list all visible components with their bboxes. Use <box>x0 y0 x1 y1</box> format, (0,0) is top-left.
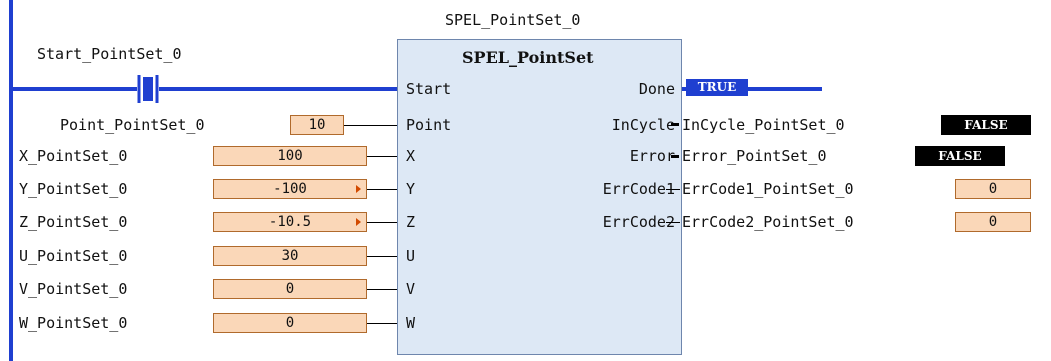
incycle-connector <box>671 123 679 126</box>
value-arrow-icon <box>356 185 361 193</box>
var-z-value[interactable]: -10.5 <box>213 212 367 232</box>
pin-error: Error <box>629 147 675 165</box>
var-v-value[interactable]: 0 <box>213 279 367 299</box>
var-point-name: Point_PointSet_0 <box>60 116 205 134</box>
pin-done: Done <box>638 80 675 98</box>
pin-errcode2: ErrCode2 <box>602 213 675 231</box>
wire-point <box>344 125 397 126</box>
pin-z: Z <box>406 213 416 231</box>
rung-wire-output <box>682 87 822 91</box>
wire-w <box>367 323 397 324</box>
wire-v <box>367 289 397 290</box>
var-z-name: Z_PointSet_0 <box>19 213 128 231</box>
contact-start[interactable] <box>131 73 165 105</box>
var-u-value[interactable]: 30 <box>213 246 367 266</box>
var-point-value[interactable]: 10 <box>290 115 344 135</box>
var-errcode2-name: ErrCode2_PointSet_0 <box>682 213 854 231</box>
var-v-name: V_PointSet_0 <box>19 280 128 298</box>
pin-x: X <box>406 147 416 165</box>
value-arrow-icon <box>356 218 361 226</box>
pin-start: Start <box>406 80 452 98</box>
pin-point: Point <box>406 116 452 134</box>
var-error-value: FALSE <box>915 146 1005 166</box>
var-errcode1-value[interactable]: 0 <box>955 179 1031 199</box>
left-power-rail <box>9 0 13 361</box>
rung-wire-right <box>163 87 397 91</box>
rung-wire-left <box>9 87 133 91</box>
errcode2-connector <box>666 222 680 223</box>
var-incycle-value: FALSE <box>941 115 1031 135</box>
done-value-badge: TRUE <box>686 79 748 96</box>
pin-incycle: InCycle <box>611 116 675 134</box>
fb-type-name: SPEL_PointSet <box>462 48 594 67</box>
function-block[interactable] <box>397 39 682 355</box>
pin-v: V <box>406 280 416 298</box>
var-y-name: Y_PointSet_0 <box>19 180 128 198</box>
var-u-name: U_PointSet_0 <box>19 247 128 265</box>
var-incycle-name: InCycle_PointSet_0 <box>682 116 845 134</box>
pin-y: Y <box>406 180 416 198</box>
fb-instance-name: SPEL_PointSet_0 <box>445 11 581 29</box>
wire-z <box>367 222 397 223</box>
pin-errcode1: ErrCode1 <box>602 180 675 198</box>
var-x-name: X_PointSet_0 <box>19 147 128 165</box>
var-z-value-text: -10.5 <box>268 214 312 230</box>
wire-x <box>367 156 397 157</box>
var-x-value[interactable]: 100 <box>213 146 367 166</box>
errcode1-connector <box>666 189 680 190</box>
no-contact-icon <box>131 73 165 105</box>
error-connector <box>671 155 679 158</box>
var-y-value[interactable]: -100 <box>213 179 367 199</box>
pin-w: W <box>406 314 416 332</box>
var-errcode2-value[interactable]: 0 <box>955 212 1031 232</box>
wire-y <box>367 189 397 190</box>
pin-u: U <box>406 247 416 265</box>
var-y-value-text: -100 <box>273 181 307 197</box>
var-error-name: Error_PointSet_0 <box>682 147 827 165</box>
contact-label: Start_PointSet_0 <box>37 45 182 63</box>
var-errcode1-name: ErrCode1_PointSet_0 <box>682 180 854 198</box>
var-w-name: W_PointSet_0 <box>19 314 128 332</box>
var-w-value[interactable]: 0 <box>213 313 367 333</box>
wire-u <box>367 256 397 257</box>
